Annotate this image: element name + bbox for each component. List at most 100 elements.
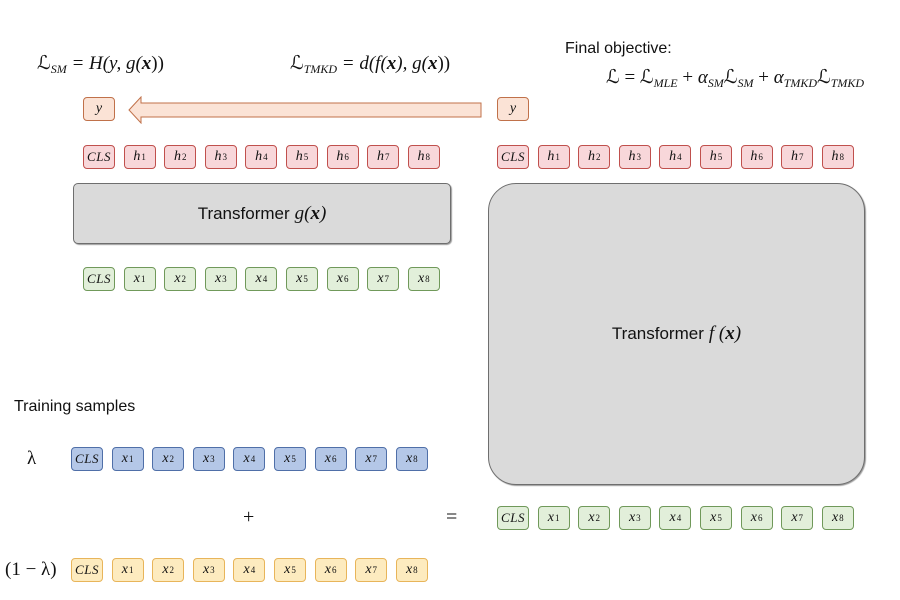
token-base: x [284,562,291,577]
block-close: ) [734,323,742,344]
token-base: x [121,562,128,577]
token-subscript: 2 [595,152,601,162]
token-base: x [324,562,331,577]
block-math: g(x) [295,203,327,225]
token-cls: CLS [497,145,529,169]
token-base: h [417,149,425,164]
token-subscript: 5 [717,513,722,523]
token-base: CLS [87,149,111,164]
token-base: x [121,451,128,466]
formula-close: )) [151,53,164,74]
token-base: x [377,271,384,286]
equals-sign: = [624,67,636,88]
token-subscript: 4 [676,513,682,523]
token-subscript: 1 [128,565,134,575]
token-base: x [336,271,343,286]
alpha-tmkd: α [773,67,784,88]
token-base: x [547,510,554,525]
token-subscript: 5 [303,274,308,284]
token-base: h [173,149,181,164]
mle-sub: MLE [653,76,678,90]
token-subscript: 5 [303,152,309,162]
token-base: CLS [87,271,111,286]
token-subscript: 8 [425,274,430,284]
token-base: h [133,149,141,164]
equals-operator: = [446,506,458,528]
token-subscript: 7 [798,513,804,523]
token-base: h [669,149,677,164]
tmkd-sub: TMKD [830,76,865,90]
sm-loss-formula: ℒSM = H(y, g(x)) [37,52,164,77]
token-subscript: 7 [798,152,804,162]
teacher-transformer-block: Transformer f (x) [488,183,865,485]
token-base: h [709,149,717,164]
plus-sign: + [758,67,769,88]
total-loss-symbol: ℒ [606,67,620,88]
token-base: x [669,510,676,525]
formula-close: )) [437,53,451,74]
token-subscript: 7 [372,454,378,464]
token-subscript: 1 [554,513,560,523]
token-base: h [295,149,303,164]
token-base: x [296,271,303,286]
token-base: x [243,451,250,466]
token-cls: CLS [71,558,103,582]
token-subscript: 7 [372,565,378,575]
token-subscript: 5 [717,152,723,162]
token-base: x [202,451,210,466]
formula-var: x [386,53,397,74]
token-base: x [750,510,757,525]
formula-body: = H(y, g( [71,53,142,74]
token-subscript: 2 [169,454,175,464]
token-cls: CLS [83,267,115,291]
token-base: CLS [75,562,99,577]
token-base: x [243,562,250,577]
token-base: CLS [501,149,525,164]
block-var: x [725,323,735,344]
token-base: x [710,510,717,525]
block-label: Transformer [197,203,290,223]
token-subscript: 2 [169,565,175,575]
token-cls: CLS [497,506,529,530]
token-base: x [405,451,413,466]
sm-sub: SM [737,76,754,90]
token-subscript: 6 [757,513,763,523]
formula-body: = d(f( [341,53,387,74]
token-cls: CLS [83,145,115,169]
token-subscript: 8 [413,565,418,575]
token-subscript: 4 [262,274,268,284]
token-subscript: 3 [210,565,215,575]
token-subscript: 3 [210,454,215,464]
formula-mid: ), g( [396,53,428,74]
tmkd-loss-formula: ℒTMKD = d(f(x), g(x)) [290,52,450,77]
plus-operator: + [243,506,255,528]
block-close: ) [319,202,327,224]
token-subscript: 7 [384,152,390,162]
arrow-shape [128,96,482,124]
token-base: h [547,149,555,164]
block-fn: f ( [708,323,726,344]
token-base: h [628,149,636,164]
y-text: y [509,101,517,116]
token-base: h [831,149,839,164]
